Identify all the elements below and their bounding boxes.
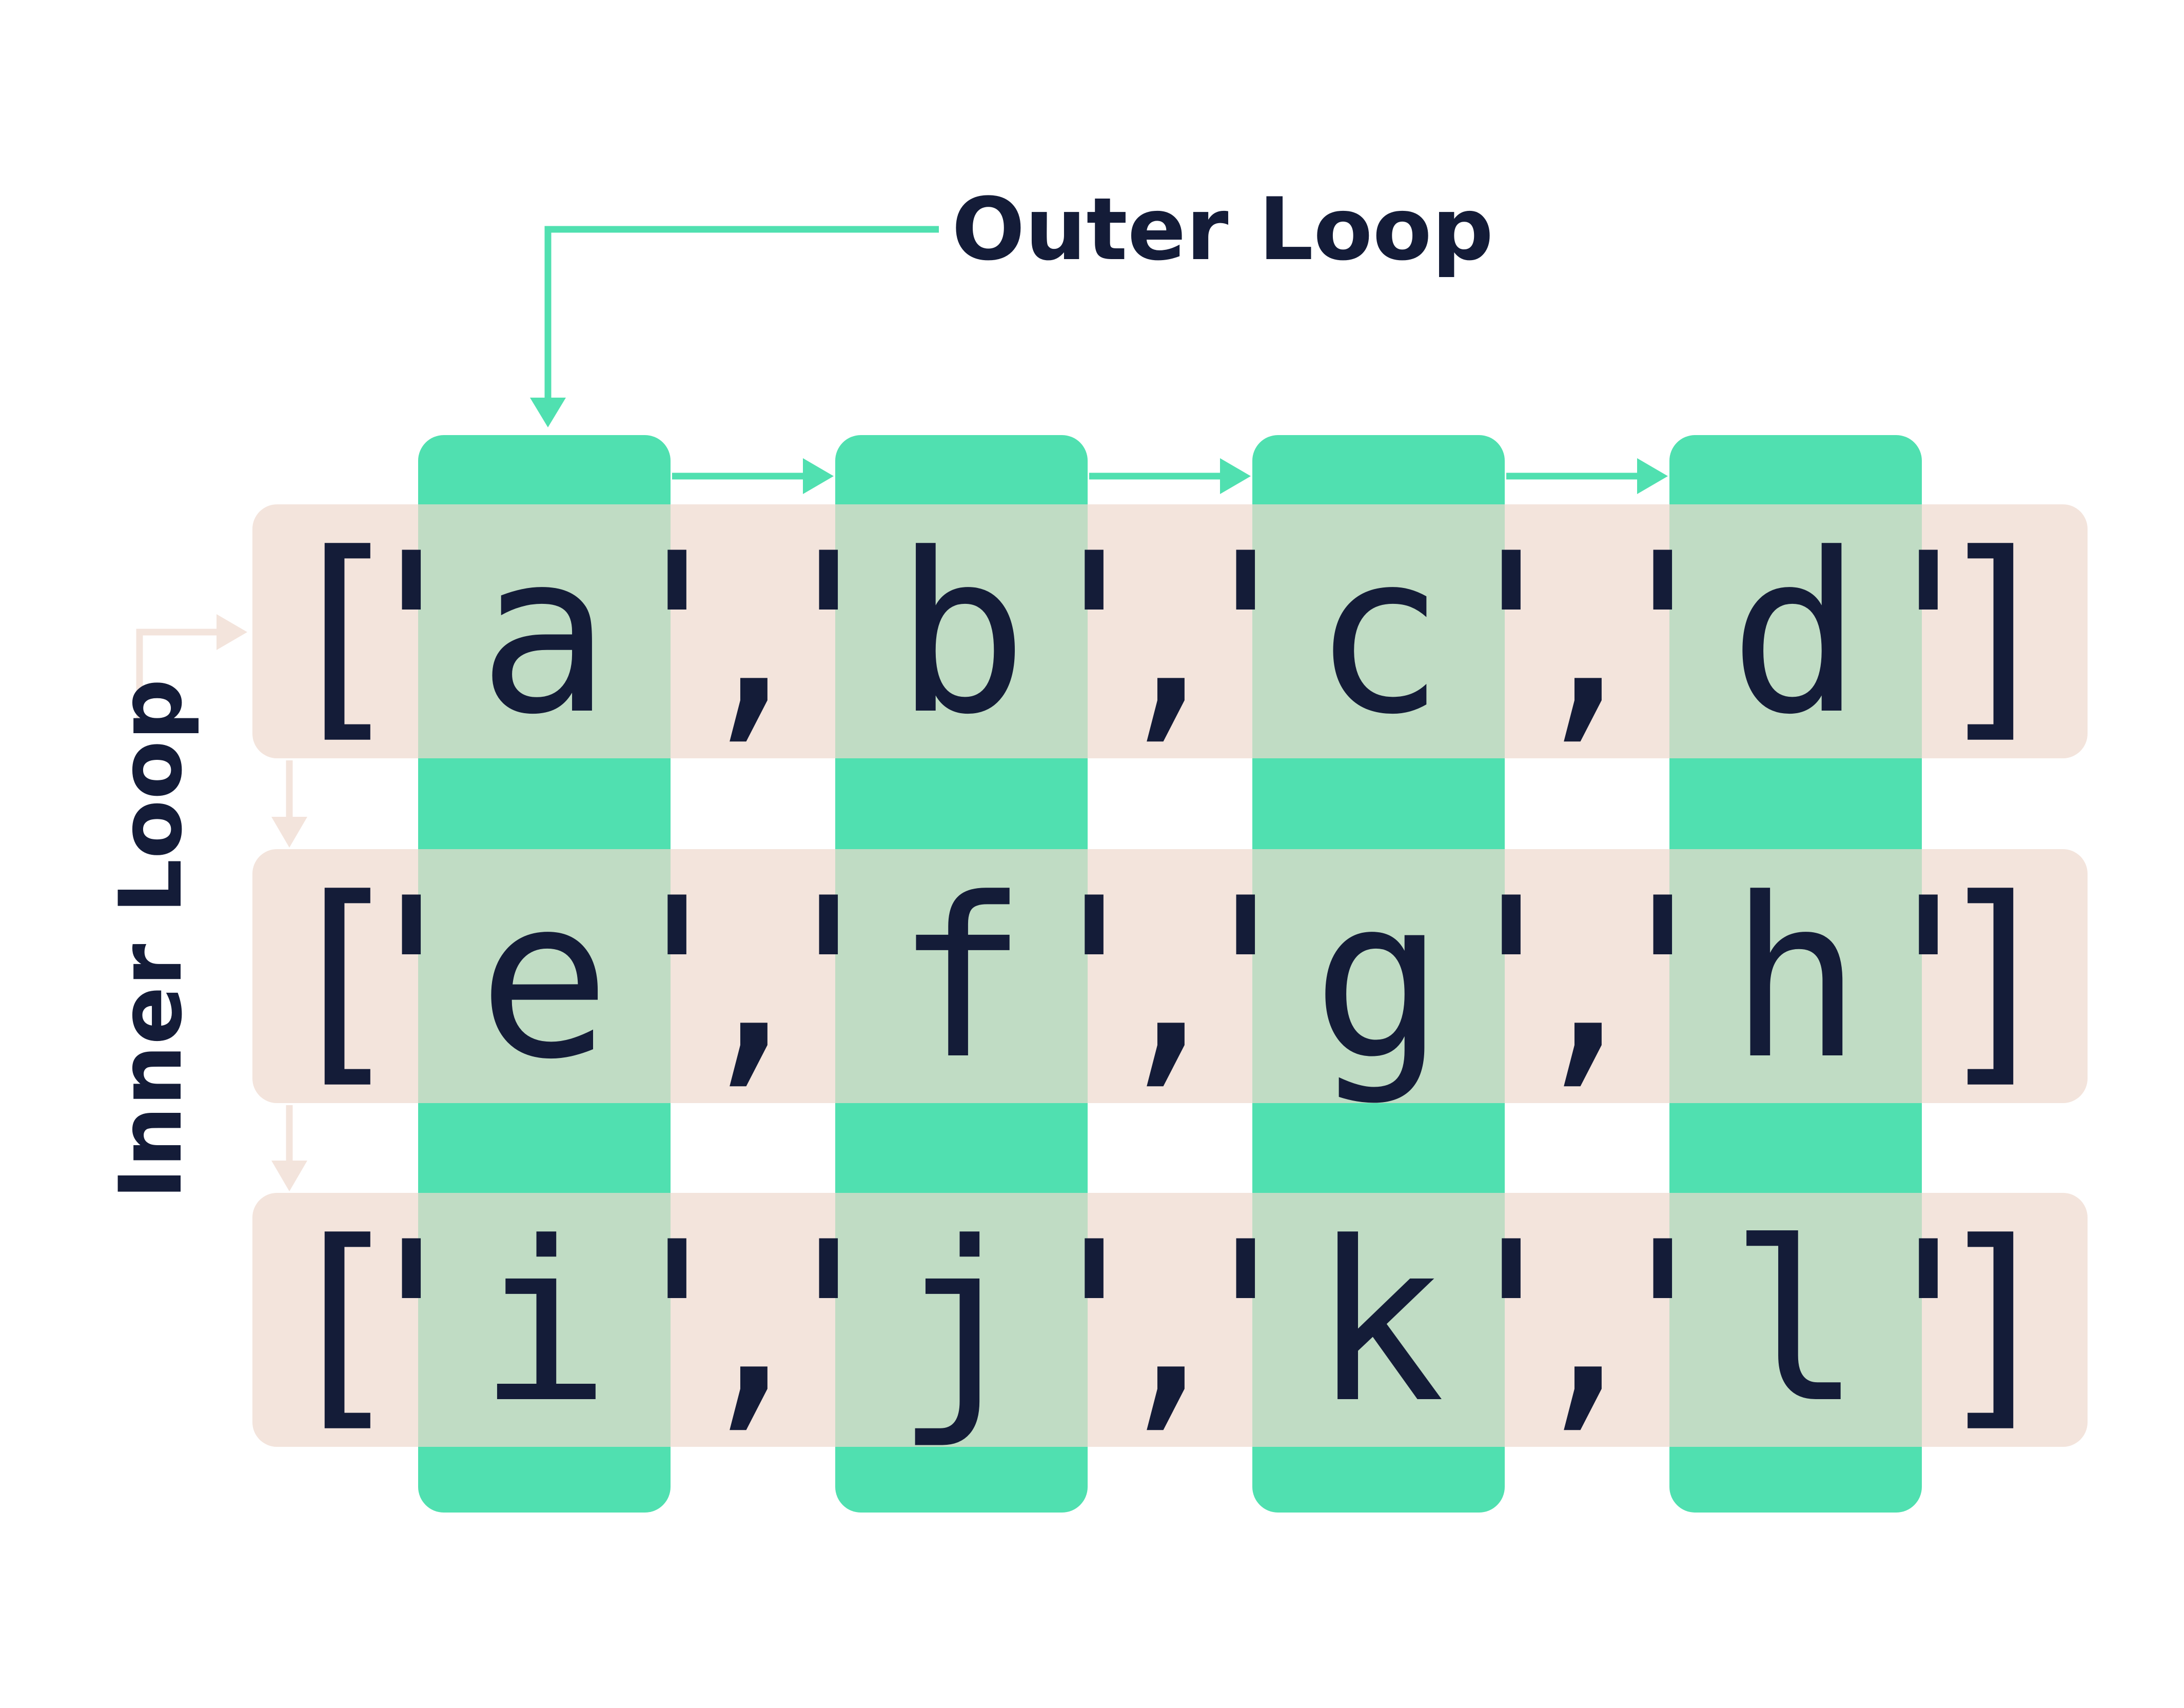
outer-loop-arrows bbox=[530, 226, 1668, 494]
intersection-r1-c3 bbox=[1252, 504, 1505, 758]
row-2-item-2: 'f' bbox=[762, 851, 1161, 1108]
row-2-text: [ 'e' , 'f' , 'g' , 'h' ] bbox=[275, 851, 2063, 1108]
intersection-r2-c3 bbox=[1252, 849, 1505, 1103]
intersection-r3-c2 bbox=[835, 1193, 1088, 1447]
intersection-r1-c2 bbox=[835, 504, 1088, 758]
inner-step-arrowhead-2 bbox=[271, 1161, 307, 1191]
intersection-r2-c4 bbox=[1669, 849, 1922, 1103]
row-3-item-1: 'i' bbox=[345, 1195, 744, 1451]
row-1-open-bracket: [ bbox=[275, 506, 408, 763]
inner-step-arrowhead-1 bbox=[271, 817, 307, 848]
row-bar-2 bbox=[252, 849, 2088, 1103]
intersection-r1-c4 bbox=[1669, 504, 1922, 758]
row-3-item-2: 'j' bbox=[762, 1195, 1161, 1451]
row-1-item-3: 'c' bbox=[1179, 506, 1578, 763]
row-2-open-bracket: [ bbox=[275, 851, 408, 1108]
row-3-separator-3: , bbox=[1521, 1195, 1654, 1451]
row-1-separator-2: , bbox=[1104, 506, 1236, 763]
row-1-item-4: 'd' bbox=[1597, 506, 1995, 763]
outer-step-arrowhead-3 bbox=[1637, 458, 1668, 494]
row-2-item-4: 'h' bbox=[1597, 851, 1995, 1108]
inner-loop-entry-arrowhead bbox=[217, 614, 247, 650]
row-3-separator-2: , bbox=[1104, 1195, 1236, 1451]
inner-loop-rows bbox=[252, 504, 2088, 1447]
intersection-r2-c1 bbox=[418, 849, 671, 1103]
row-3-item-3: 'k' bbox=[1179, 1195, 1578, 1451]
row-3-separator-1: , bbox=[686, 1195, 819, 1451]
row-1-item-2: 'b' bbox=[762, 506, 1161, 763]
row-1-separator-3: , bbox=[1521, 506, 1654, 763]
intersections bbox=[418, 504, 1922, 1447]
intersection-r2-c2 bbox=[835, 849, 1088, 1103]
intersection-r3-c1 bbox=[418, 1193, 671, 1447]
row-1-separator-1: , bbox=[686, 506, 819, 763]
intersection-r1-c1 bbox=[418, 504, 671, 758]
row-3-close-bracket: ] bbox=[1931, 1195, 2063, 1451]
row-bar-3 bbox=[252, 1193, 2088, 1447]
row-3-text: [ 'i' , 'j' , 'k' , 'l' ] bbox=[275, 1195, 2063, 1451]
row-2-item-1: 'e' bbox=[345, 851, 744, 1108]
row-3-open-bracket: [ bbox=[275, 1195, 408, 1451]
inner-loop-label: Inner Loop bbox=[101, 679, 201, 1200]
inner-loop-entry-arrow bbox=[136, 629, 217, 731]
outer-loop-entry-arrowhead bbox=[530, 398, 566, 427]
row-2-close-bracket: ] bbox=[1931, 851, 2063, 1108]
row-2-item-3: 'g' bbox=[1179, 851, 1578, 1108]
row-1-close-bracket: ] bbox=[1931, 506, 2063, 763]
row-1-item-1: 'a' bbox=[345, 506, 744, 763]
outer-loop-entry-arrow bbox=[544, 226, 939, 398]
outer-step-arrowhead-1 bbox=[803, 458, 834, 494]
row-bar-1 bbox=[252, 504, 2088, 758]
row-2-separator-1: , bbox=[686, 851, 819, 1108]
row-3-item-4: 'l' bbox=[1597, 1195, 1995, 1451]
intersection-r3-c4 bbox=[1669, 1193, 1922, 1447]
row-2-separator-3: , bbox=[1521, 851, 1654, 1108]
inner-loop-arrows bbox=[136, 614, 307, 1191]
intersection-r3-c3 bbox=[1252, 1193, 1505, 1447]
row-1-text: [ 'a' , 'b' , 'c' , 'd' ] bbox=[275, 506, 2063, 763]
row-2-separator-2: , bbox=[1104, 851, 1236, 1108]
outer-step-arrowhead-2 bbox=[1220, 458, 1251, 494]
outer-loop-label: Outer Loop bbox=[952, 179, 1493, 280]
